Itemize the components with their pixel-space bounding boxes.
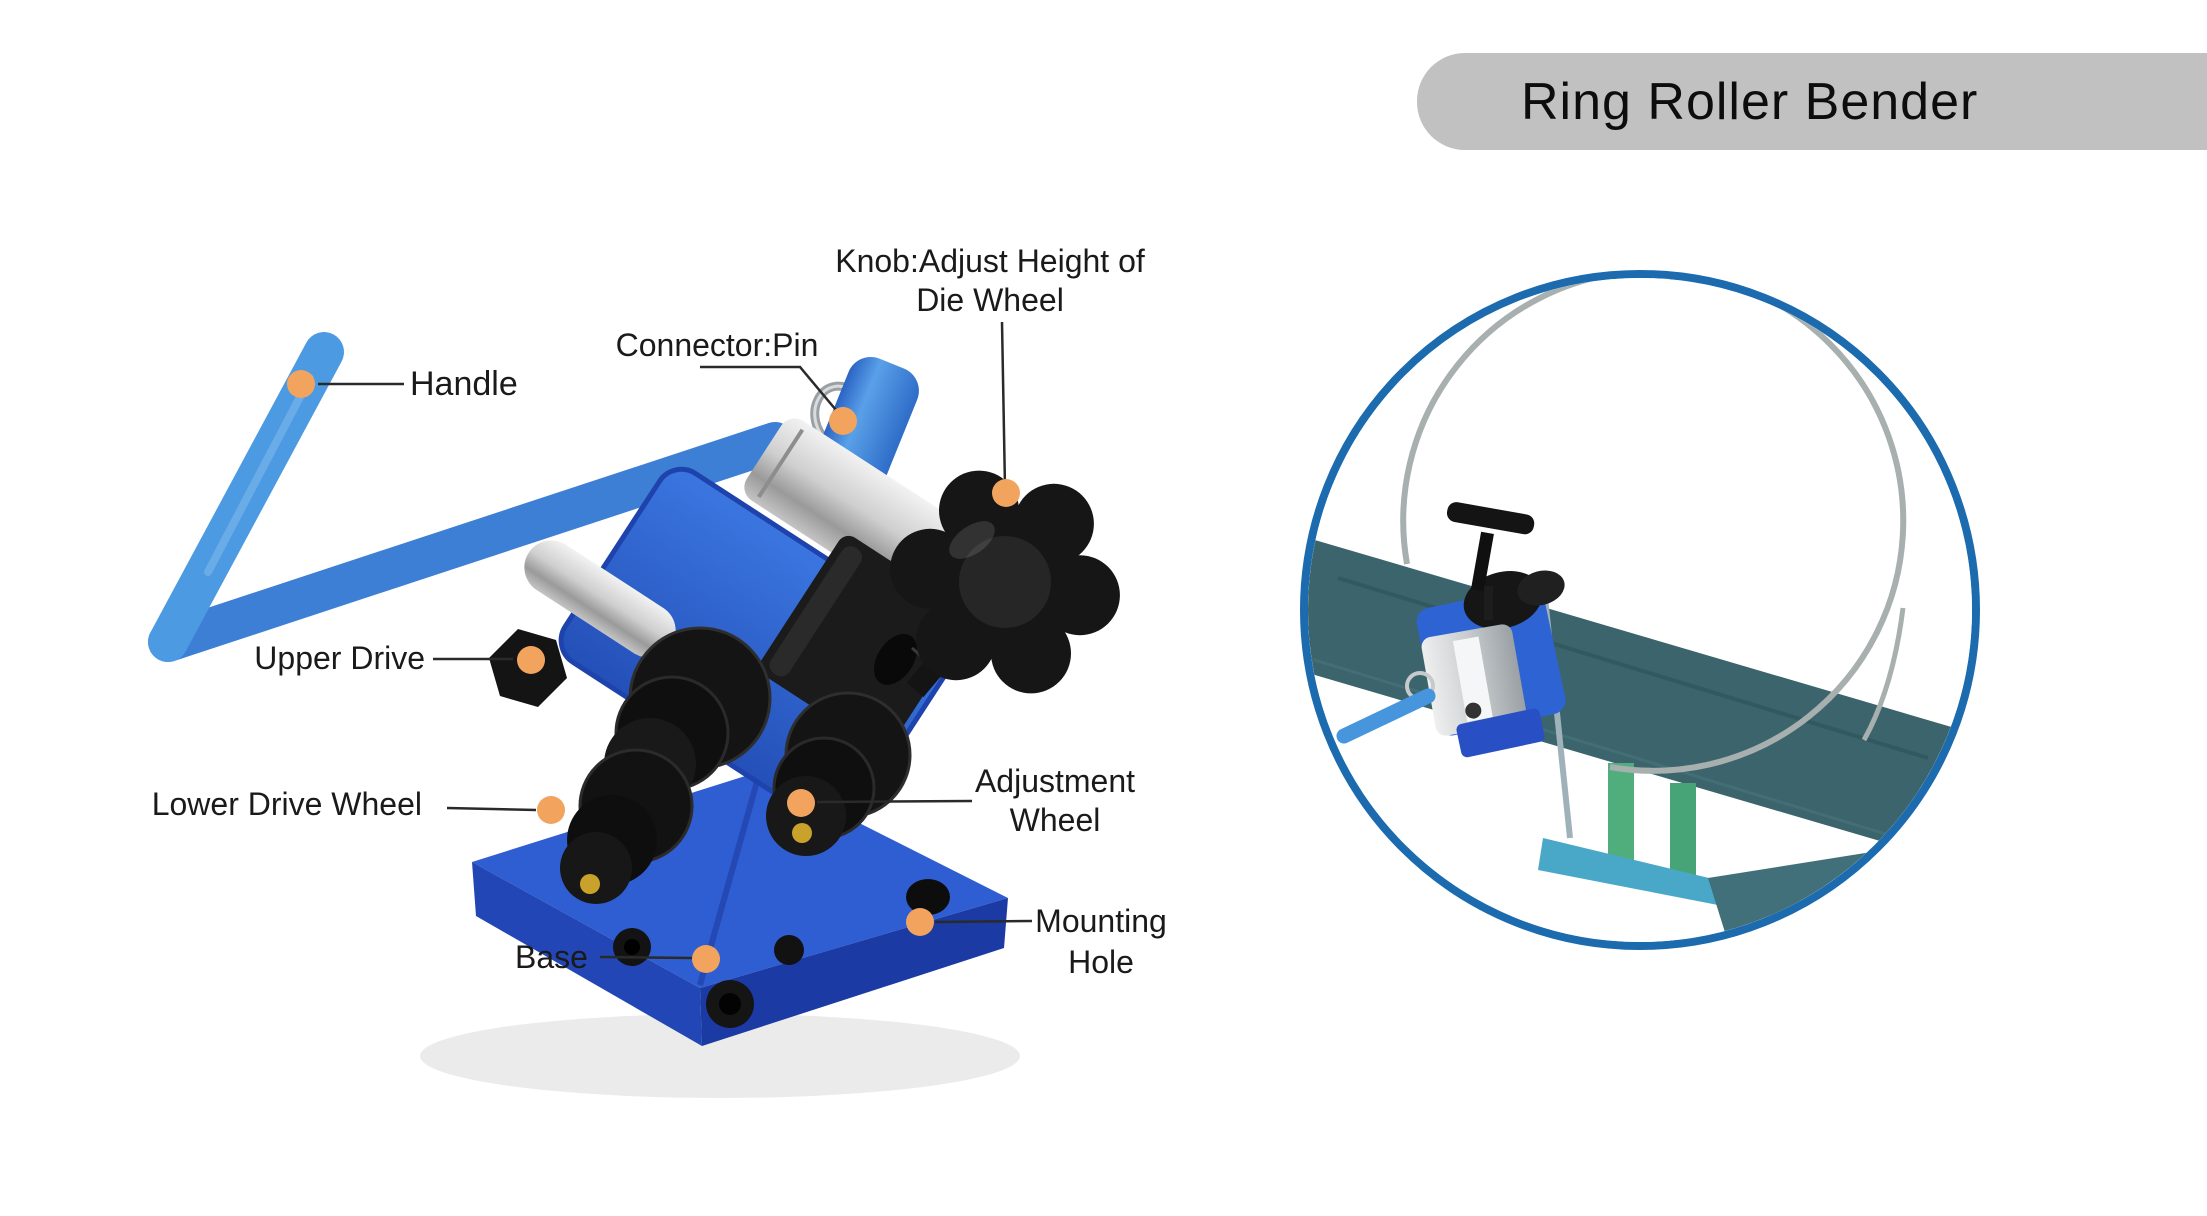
label-adjustment-line1: Adjustment — [974, 763, 1136, 799]
photo-tool — [1336, 502, 1566, 758]
brass-fitting — [792, 823, 812, 843]
leader-mounting — [934, 919, 1033, 924]
lower-drive-wheel — [560, 748, 694, 904]
marker-dot-connector — [829, 407, 857, 435]
product-photo-circle — [1300, 270, 1980, 950]
marker-dot-lower-drive — [537, 796, 565, 824]
marker-dot-handle — [287, 370, 315, 398]
adjust-knob — [890, 470, 1120, 694]
label-adjustment-wheel: Adjustment Wheel — [975, 762, 1135, 840]
leader-lower-drive — [446, 806, 537, 812]
photo-tool-handle-stub — [1336, 688, 1436, 744]
label-lower-drive-wheel: Lower Drive Wheel — [151, 786, 422, 822]
leader-base — [599, 955, 693, 960]
label-knob: Knob:Adjust Height of Die Wheel — [835, 242, 1145, 320]
leader-connector — [700, 365, 842, 417]
marker-dot-mounting — [906, 908, 934, 936]
label-mounting-line1: Mounting — [1035, 903, 1167, 939]
page-title: Ring Roller Bender — [1521, 72, 1979, 131]
photo-tool-foot — [1456, 708, 1545, 758]
marker-dot-base — [692, 945, 720, 973]
mounting-hole — [906, 879, 950, 915]
marker-dot-adjustment — [787, 789, 815, 817]
marker-dot-upper-drive — [517, 646, 545, 674]
photo-tool-t-knob — [1446, 502, 1535, 592]
label-mounting-hole: Mounting Hole — [1035, 901, 1167, 983]
title-banner: Ring Roller Bender — [1417, 53, 2207, 150]
label-adjustment-line2: Wheel — [1009, 802, 1101, 838]
marker-dots — [287, 370, 1020, 973]
leader-knob — [1000, 321, 1007, 489]
photo-tool-chrome-plate — [1421, 624, 1527, 736]
label-knob-line1: Knob:Adjust Height of — [835, 243, 1145, 279]
ground-shadow — [420, 1014, 1020, 1098]
green-leg — [1608, 763, 1634, 868]
label-base: Base — [515, 939, 588, 975]
photo-scene — [1308, 278, 1972, 942]
label-connector-pin: Connector:Pin — [615, 327, 819, 363]
base-bolt — [774, 935, 804, 965]
label-mounting-line2: Hole — [1068, 944, 1134, 980]
leader-adjustment — [816, 799, 973, 804]
label-knob-line2: Die Wheel — [916, 282, 1064, 318]
leader-lines — [318, 321, 1033, 960]
label-handle: Handle — [410, 365, 518, 403]
label-upper-drive: Upper Drive — [254, 640, 425, 676]
chrome-roller — [524, 540, 676, 658]
brass-fitting — [580, 874, 600, 894]
wire-end — [1861, 607, 1906, 742]
marker-dot-knob — [992, 479, 1020, 507]
